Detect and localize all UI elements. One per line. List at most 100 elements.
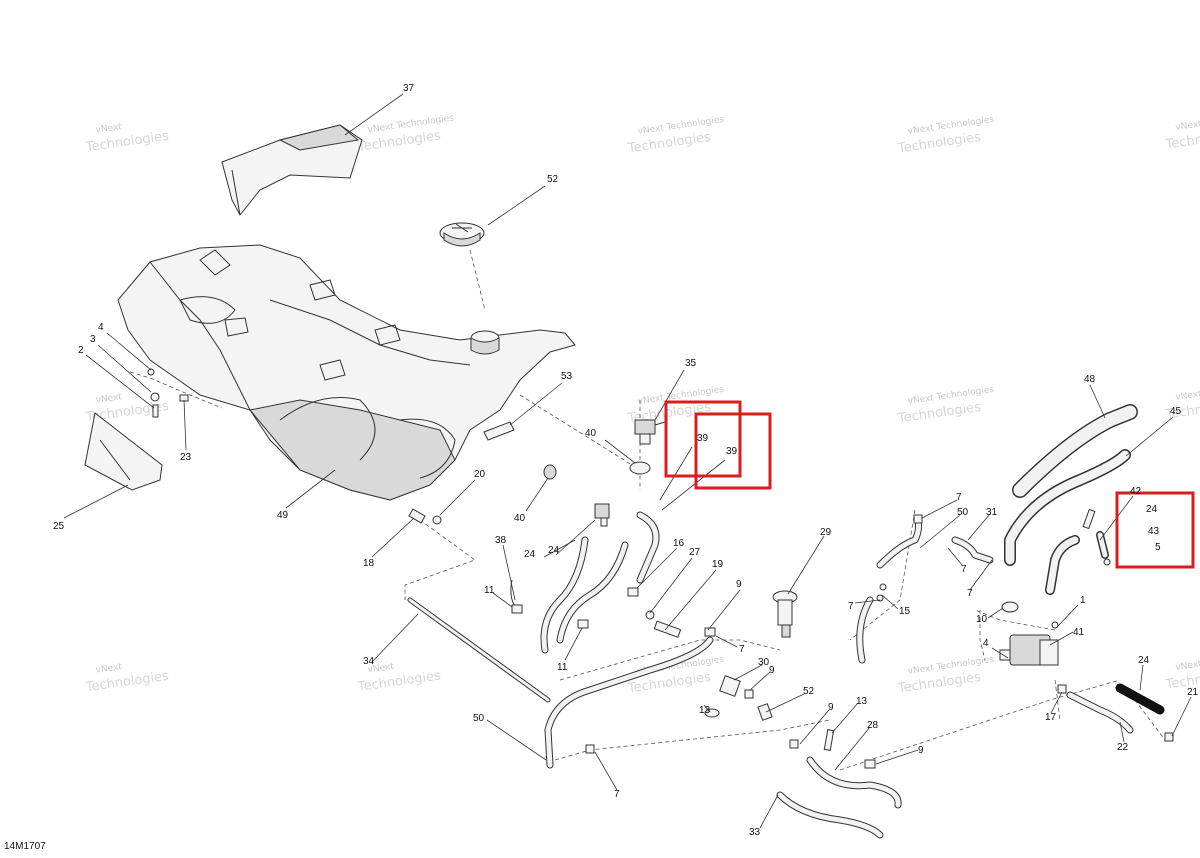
small-hardware-left bbox=[147, 368, 442, 525]
watermark: vNext Technologies bbox=[1164, 119, 1200, 152]
callout-35: 35 bbox=[685, 358, 697, 369]
callout-3: 3 bbox=[90, 334, 96, 345]
callout-39: 39 bbox=[726, 446, 738, 457]
callout-9: 9 bbox=[769, 665, 775, 676]
callout-7: 7 bbox=[614, 789, 620, 800]
callout-7: 7 bbox=[848, 601, 854, 612]
hose-50-right bbox=[876, 514, 923, 569]
fuel-cap bbox=[439, 222, 485, 247]
watermark: vNext Technologies bbox=[84, 662, 170, 695]
callout-24: 24 bbox=[1138, 655, 1150, 666]
callout-24: 24 bbox=[524, 549, 536, 560]
callout-23: 23 bbox=[180, 452, 192, 463]
callout-9: 9 bbox=[828, 702, 834, 713]
diagram-code: 14M1707 bbox=[4, 841, 46, 852]
callout-41: 41 bbox=[1073, 627, 1085, 638]
callout-40: 40 bbox=[585, 428, 597, 439]
watermark: vNext Technologies Technologies bbox=[896, 655, 995, 697]
callout-11: 11 bbox=[557, 662, 568, 673]
callout-40: 40 bbox=[514, 513, 526, 524]
callout-19: 19 bbox=[712, 559, 724, 570]
grommet-40 bbox=[543, 461, 651, 480]
hose-39 bbox=[636, 511, 660, 584]
callout-52: 52 bbox=[803, 686, 815, 697]
highlight-boxes bbox=[664, 400, 1195, 569]
callout-7: 7 bbox=[739, 644, 745, 655]
svg-text:vNext: vNext bbox=[95, 122, 123, 136]
callout-25: 25 bbox=[53, 521, 65, 532]
callout-42: 42 bbox=[1130, 486, 1142, 497]
callout-15: 15 bbox=[899, 606, 911, 617]
callout-45: 45 bbox=[1170, 406, 1182, 417]
callout-53: 53 bbox=[561, 371, 573, 382]
callout-28: 28 bbox=[867, 720, 879, 731]
callout-30: 30 bbox=[758, 657, 770, 668]
callout-13: 13 bbox=[699, 705, 711, 716]
callout-2: 2 bbox=[78, 345, 84, 356]
watermark: vNext Technologies Technologies bbox=[896, 115, 995, 157]
svg-text:vNext: vNext bbox=[1175, 119, 1200, 133]
callout-7: 7 bbox=[967, 588, 973, 599]
hose-28 bbox=[806, 756, 902, 809]
watermark: vNext Technologies Technologies bbox=[626, 115, 725, 157]
hose-22 bbox=[1057, 684, 1134, 734]
callout-50: 50 bbox=[957, 507, 969, 518]
rod-34 bbox=[407, 597, 551, 703]
callout-16: 16 bbox=[673, 538, 685, 549]
foam-strip bbox=[483, 421, 515, 441]
fitting-16 bbox=[627, 587, 639, 597]
highlight-box-39b bbox=[694, 412, 772, 490]
pump-41 bbox=[999, 621, 1059, 666]
callout-9: 9 bbox=[918, 745, 924, 756]
callout-35: 24 bbox=[548, 545, 560, 556]
callout-1: 1 bbox=[1080, 595, 1086, 606]
callout-21: 21 bbox=[1187, 687, 1199, 698]
callout-38: 38 bbox=[495, 535, 507, 546]
watermark: vNext Technologies Technologies bbox=[356, 113, 455, 155]
callout-7: 7 bbox=[961, 564, 967, 575]
callout-31: 31 bbox=[986, 507, 998, 518]
callout-52: 52 bbox=[547, 174, 559, 185]
primer-29 bbox=[772, 590, 798, 638]
callout-24: 24 bbox=[1146, 504, 1158, 515]
hose-24 bbox=[540, 536, 629, 654]
callout-48: 48 bbox=[1084, 374, 1096, 385]
hose-50-long bbox=[544, 627, 716, 769]
check-valve bbox=[594, 503, 610, 527]
callout-11: 11 bbox=[484, 585, 495, 596]
vent-valve bbox=[634, 419, 666, 445]
fuel-filter-19 bbox=[645, 610, 682, 638]
leader-lines bbox=[63, 93, 1192, 829]
callout-20: 20 bbox=[474, 469, 486, 480]
watermark: vNext Technologies Technologies bbox=[896, 385, 995, 427]
svg-text:vNext: vNext bbox=[95, 662, 123, 676]
connectors-30-13 bbox=[704, 675, 835, 751]
watermark: vNext Technologies bbox=[1164, 659, 1200, 692]
watermark: vNext Technologies bbox=[84, 122, 170, 155]
callout-37: 37 bbox=[403, 83, 415, 94]
hose-42 bbox=[1045, 535, 1080, 595]
svg-text:vNext: vNext bbox=[1175, 389, 1200, 403]
hose-48 bbox=[1012, 404, 1138, 498]
callout-50: 50 bbox=[473, 713, 485, 724]
callout-4: 4 bbox=[983, 638, 989, 649]
hose-45 bbox=[1004, 449, 1131, 566]
svg-text:vNext: vNext bbox=[1175, 659, 1200, 673]
fuel-tank bbox=[117, 244, 576, 501]
callout-4: 4 bbox=[98, 322, 104, 333]
highlight-box-39a bbox=[664, 400, 742, 478]
callout-7: 7 bbox=[956, 492, 962, 503]
callout-13: 13 bbox=[856, 696, 868, 707]
callout-labels: 37 52 53 4 9 25 4 3 2 23 18 20 35 40 40 3… bbox=[53, 83, 1199, 838]
callout-33: 33 bbox=[749, 827, 761, 838]
hose-33 bbox=[776, 791, 884, 839]
highlight-box-24-43-5 bbox=[1115, 491, 1195, 569]
svg-text:vNext: vNext bbox=[367, 662, 395, 676]
callout-9: 9 bbox=[736, 579, 742, 590]
fitting-10 bbox=[1001, 601, 1019, 613]
callout-18: 18 bbox=[363, 558, 375, 569]
callout-17: 17 bbox=[1045, 712, 1057, 723]
callout-22: 22 bbox=[1117, 742, 1129, 753]
hose-24-right bbox=[1115, 683, 1165, 715]
